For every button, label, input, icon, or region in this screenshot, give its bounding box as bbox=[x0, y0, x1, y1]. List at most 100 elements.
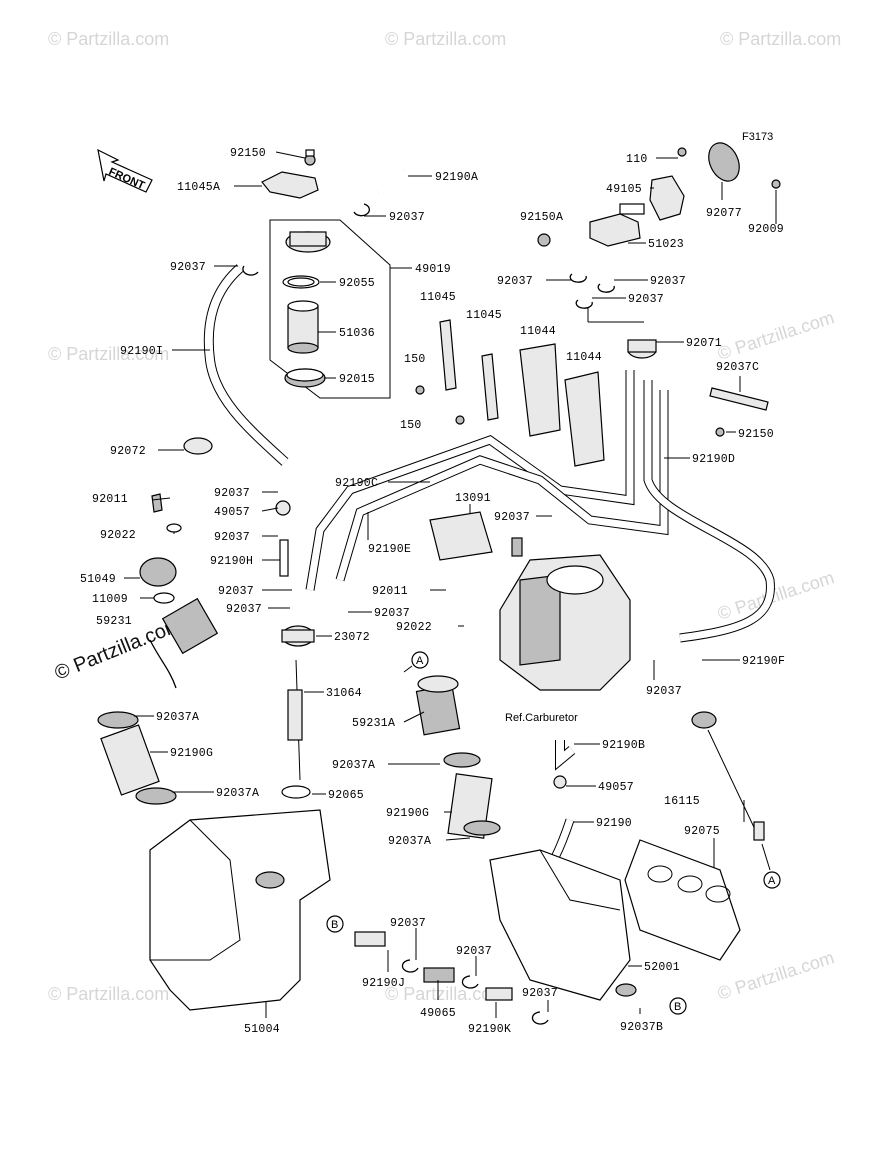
label-92037: 92037 bbox=[214, 531, 250, 544]
label-49105: 49105 bbox=[606, 183, 642, 196]
fuel-cock-51023 bbox=[537, 147, 687, 247]
label-51036: 51036 bbox=[339, 327, 375, 340]
label-13091: 13091 bbox=[455, 492, 491, 505]
leader-lines bbox=[124, 151, 777, 1018]
watermark: © Partzilla.com bbox=[720, 29, 841, 49]
label-31064: 31064 bbox=[326, 687, 362, 700]
label-92037a: 92037A bbox=[156, 711, 199, 724]
label-92037: 92037 bbox=[646, 685, 682, 698]
label-92065: 92065 bbox=[328, 789, 364, 802]
reservoir-52001 bbox=[489, 849, 631, 1001]
label-59231: 59231 bbox=[96, 615, 132, 628]
label-92009: 92009 bbox=[748, 223, 784, 236]
label-92037a: 92037A bbox=[332, 759, 375, 772]
svg-text:A: A bbox=[416, 655, 424, 667]
callout-a1: A bbox=[411, 651, 429, 669]
diagram-id: F3173 bbox=[742, 131, 773, 143]
watermark: © Partzilla.com bbox=[715, 307, 837, 364]
label-92190a: 92190A bbox=[435, 171, 478, 184]
callout-b2: B bbox=[669, 997, 687, 1015]
label-92022: 92022 bbox=[396, 621, 432, 634]
label-52001: 52001 bbox=[644, 961, 680, 974]
label-92037b: 92037B bbox=[620, 1021, 663, 1034]
label-92037: 92037 bbox=[218, 585, 254, 598]
label-92190i: 92190I bbox=[120, 345, 163, 358]
label-49057: 49057 bbox=[214, 506, 250, 519]
svg-text:A: A bbox=[768, 875, 776, 887]
level-sensor-16115 bbox=[691, 711, 765, 841]
label-92037: 92037 bbox=[494, 511, 530, 524]
label-92075: 92075 bbox=[684, 825, 720, 838]
label-92037: 92037 bbox=[214, 487, 250, 500]
label-92072: 92072 bbox=[110, 445, 146, 458]
callout-a2: A bbox=[763, 871, 781, 889]
filler-neck-parts bbox=[139, 493, 219, 689]
front-arrow-icon: FRONT bbox=[97, 148, 153, 193]
label-92190b: 92190B bbox=[602, 739, 645, 752]
watermark: © Partzilla.com bbox=[48, 344, 169, 364]
part-labels: 92150 11045A 92190A 92037 49019 92055 51… bbox=[80, 147, 785, 1036]
label-92022: 92022 bbox=[100, 529, 136, 542]
label-92037a: 92037A bbox=[388, 835, 431, 848]
label-92150: 92150 bbox=[738, 428, 774, 441]
label-150: 150 bbox=[400, 419, 422, 432]
label-92037: 92037 bbox=[628, 293, 664, 306]
watermark: © Partzilla.com bbox=[48, 984, 169, 1004]
label-92190h: 92190H bbox=[210, 555, 253, 568]
label-92037: 92037 bbox=[456, 945, 492, 958]
label-49019: 49019 bbox=[415, 263, 451, 276]
watermark: © Partzilla.com bbox=[385, 29, 506, 49]
label-92015: 92015 bbox=[339, 373, 375, 386]
label-11045a: 11045A bbox=[177, 181, 220, 194]
label-92190g: 92190G bbox=[386, 807, 429, 820]
svg-text:B: B bbox=[331, 919, 338, 931]
label-92037a: 92037A bbox=[216, 787, 259, 800]
watermark: © Partzilla.com bbox=[715, 567, 837, 624]
label-49065: 49065 bbox=[420, 1007, 456, 1020]
fuel-tank-51004 bbox=[149, 809, 331, 1011]
reference-note: Ref.Carburetor bbox=[505, 712, 578, 724]
label-92037: 92037 bbox=[170, 261, 206, 274]
holder-11044 bbox=[519, 343, 605, 467]
label-92037c: 92037C bbox=[716, 361, 759, 374]
fitting-59231a bbox=[415, 675, 461, 736]
label-92037: 92037 bbox=[390, 917, 426, 930]
watermark: © Partzilla.com bbox=[385, 984, 506, 1004]
carburetor bbox=[499, 537, 631, 691]
label-51049: 51049 bbox=[80, 573, 116, 586]
label-11045: 11045 bbox=[420, 291, 456, 304]
label-16115: 16115 bbox=[664, 795, 700, 808]
label-92037: 92037 bbox=[522, 987, 558, 1000]
filter-group-frame bbox=[269, 219, 391, 399]
label-11009: 11009 bbox=[92, 593, 128, 606]
label-92190e: 92190E bbox=[368, 543, 411, 556]
label-11045: 11045 bbox=[466, 309, 502, 322]
svg-text:B: B bbox=[674, 1001, 681, 1013]
label-92150a: 92150A bbox=[520, 211, 563, 224]
callout-b1: B bbox=[326, 915, 344, 933]
label-92190j: 92190J bbox=[362, 977, 405, 990]
label-92150: 92150 bbox=[230, 147, 266, 160]
label-92190d: 92190D bbox=[692, 453, 735, 466]
label-92011: 92011 bbox=[372, 585, 408, 598]
label-92055: 92055 bbox=[339, 277, 375, 290]
bracket-11045 bbox=[415, 319, 499, 425]
label-92077: 92077 bbox=[706, 207, 742, 220]
label-92011: 92011 bbox=[92, 493, 128, 506]
label-49057: 49057 bbox=[598, 781, 634, 794]
label-92190g: 92190G bbox=[170, 747, 213, 760]
hose-set bbox=[305, 370, 775, 643]
label-92037: 92037 bbox=[650, 275, 686, 288]
watermark: © Partzilla.com bbox=[715, 947, 837, 1004]
label-92037: 92037 bbox=[389, 211, 425, 224]
label-51023: 51023 bbox=[648, 238, 684, 251]
label-92190c: 92190C bbox=[335, 477, 378, 490]
fuel-filter-assembly bbox=[282, 231, 331, 388]
label-92071: 92071 bbox=[686, 337, 722, 350]
label-92037: 92037 bbox=[497, 275, 533, 288]
label-92190f: 92190F bbox=[742, 655, 785, 668]
knob-92077 bbox=[708, 142, 781, 189]
label-11044: 11044 bbox=[566, 351, 602, 364]
label-92190: 92190 bbox=[596, 817, 632, 830]
